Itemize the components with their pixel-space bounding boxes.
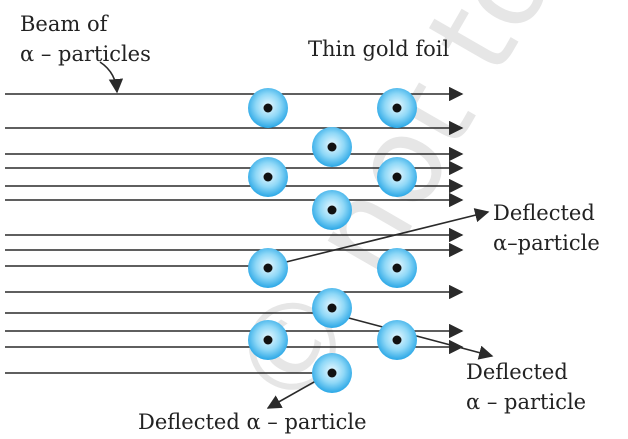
gold-atom	[312, 288, 352, 328]
gold-atom	[248, 88, 288, 128]
foil-label: Thin gold foil	[308, 37, 450, 61]
gold-atom	[312, 190, 352, 230]
gold-atom	[377, 88, 417, 128]
gold-atom	[312, 353, 352, 393]
deflected-bottom-label: Deflected α – particle	[138, 410, 367, 434]
gold-atom	[377, 157, 417, 197]
gold-atom	[248, 157, 288, 197]
gold-atom	[248, 320, 288, 360]
deflected-top-label-line2: α–particle	[493, 231, 600, 255]
gold-atoms	[248, 88, 417, 393]
gold-atom	[312, 127, 352, 167]
deflected-right-label-line1: Deflected	[466, 360, 568, 384]
gold-atom	[248, 248, 288, 288]
beam-label-pointer	[99, 61, 124, 94]
beam-label-line2: α – particles	[20, 42, 151, 66]
deflected-top-label-line1: Deflected	[493, 201, 595, 225]
deflected-right-label-line2: α – particle	[466, 390, 587, 414]
beam-label-line1: Beam of	[20, 12, 108, 36]
gold-atom	[377, 248, 417, 288]
gold-atom	[377, 320, 417, 360]
